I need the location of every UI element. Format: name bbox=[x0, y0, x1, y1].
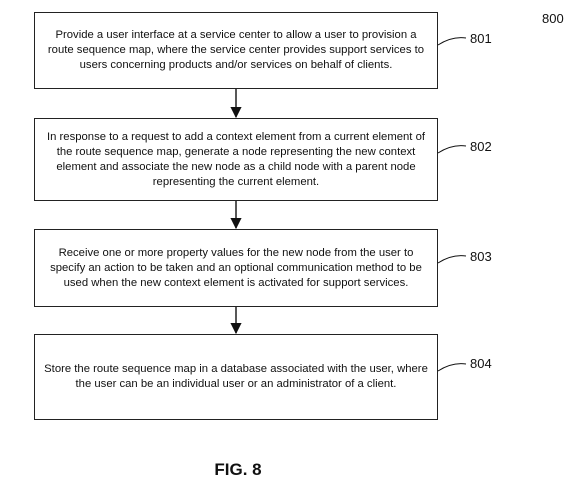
step-text-801: Provide a user interface at a service ce… bbox=[47, 29, 425, 71]
ref-leader-801 bbox=[437, 37, 467, 46]
figure-caption: FIG. 8 bbox=[214, 460, 262, 479]
step-ref-804: 804 bbox=[470, 356, 492, 371]
step-ref-803: 803 bbox=[470, 249, 492, 264]
ref-leader-802 bbox=[437, 145, 467, 154]
ref-leader-804 bbox=[437, 363, 467, 372]
step-text-803: Receive one or more property values for … bbox=[50, 246, 422, 289]
step-ref-802: 802 bbox=[470, 139, 492, 154]
step-text-802: In response to a request to add a contex… bbox=[46, 130, 426, 188]
step-box-802: In response to a request to add a contex… bbox=[34, 118, 438, 201]
step-box-801: Provide a user interface at a service ce… bbox=[34, 12, 438, 89]
step-box-804: Store the route sequence map in a databa… bbox=[34, 334, 438, 420]
step-text-804: Store the route sequence map in a databa… bbox=[44, 363, 428, 390]
figure-number: 800 bbox=[542, 11, 564, 26]
ref-leader-803 bbox=[437, 255, 467, 264]
step-ref-801: 801 bbox=[470, 31, 492, 46]
step-box-803: Receive one or more property values for … bbox=[34, 229, 438, 307]
